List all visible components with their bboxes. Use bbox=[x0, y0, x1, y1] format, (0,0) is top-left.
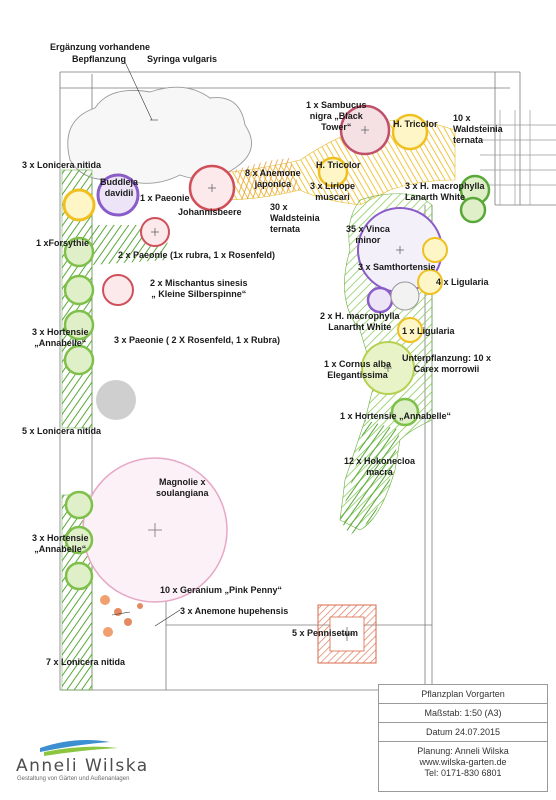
planner-website: www.wilska-garten.de bbox=[419, 757, 507, 767]
label-forsythie: 1 xForsythie bbox=[36, 238, 90, 248]
label-lonicera-7: 7 x Lonicera nitida bbox=[46, 657, 126, 667]
leader-lines bbox=[111, 61, 181, 627]
label-samthortensie: 3 x Samthortensie bbox=[358, 262, 436, 272]
label-ligularia-1: 1 x Ligularia bbox=[402, 326, 455, 336]
brand-tagline: Gestaltung von Gärten und Außenanlagen bbox=[17, 776, 130, 782]
label-paeonie-3: 3 x Paeonie ( 2 X Rosenfeld, 1 x Rubra) bbox=[114, 335, 281, 345]
label-magnolie: Magnolie x soulangiana bbox=[156, 477, 209, 498]
label-hmacrophylla-3: 3 x H. macrophylla Lanarth White bbox=[405, 181, 485, 202]
label-anemone-hupehensis: 3 x Anemone hupehensis bbox=[180, 606, 289, 616]
label-hakonechloa: 12 x Hokonecloa macra bbox=[344, 456, 416, 477]
plan-date: Datum 24.07.2015 bbox=[379, 723, 547, 742]
label-paeonie-1: 1 x Paeonie bbox=[140, 193, 190, 203]
anemone-band bbox=[235, 158, 300, 200]
label-pennisetum: 5 x Pennisetum bbox=[292, 628, 359, 638]
label-paeonie-2: 2 x Paeonie (1x rubra, 1 x Rosenfeld) bbox=[118, 250, 276, 260]
steps bbox=[480, 110, 556, 205]
label-unterpflanzung: Unterpflanzung: 10 x Carex morrowii bbox=[402, 353, 492, 374]
plan-scale: Maßstab: 1:50 (A3) bbox=[379, 704, 547, 723]
plan-title: Pflanzplan Vorgarten bbox=[379, 685, 547, 704]
label-hortensie-annabelle-right: 1 x Hortensie „Annabelle“ bbox=[340, 411, 452, 421]
label-anemone-japonica: 8 x Anemone japonica bbox=[245, 168, 301, 189]
label-johannisbeere: Johannisbeere bbox=[178, 207, 242, 217]
label-ligularia-4: 4 x Ligularia bbox=[436, 277, 489, 287]
brand-name: Anneli Wilska bbox=[16, 756, 149, 776]
label-hortensie-annabelle-1: 3 x Hortensie „Annabelle“ bbox=[32, 327, 89, 348]
label-mischantus: 2 x Mischantus sinesis „ Kleine Silbersp… bbox=[150, 278, 248, 299]
label-existing-planting: Ergänzung vorhandene bbox=[50, 42, 151, 52]
plant-center-marks bbox=[150, 119, 404, 641]
label-hmacrophylla-2: 2 x H. macrophylla Lanartht White bbox=[320, 311, 400, 332]
label-tricolor-1: H. Tricolor bbox=[393, 119, 438, 129]
stepping-stone bbox=[96, 380, 136, 420]
label-hortensie-annabelle-2: 3 x Hortensie „Annabelle“ bbox=[32, 533, 89, 554]
label-tricolor-2: H. Tricolor bbox=[316, 160, 361, 170]
label-lonicera-5: 5 x Lonicera nitida bbox=[22, 426, 102, 436]
title-block: Pflanzplan Vorgarten Maßstab: 1:50 (A3) … bbox=[378, 684, 548, 792]
label-waldsteinia-10: 10 x Waldsteinia ternata bbox=[453, 113, 503, 145]
label-cornus: 1 x Cornus alba Elegantissima bbox=[324, 359, 392, 380]
label-vinca: 35 x Vinca minor bbox=[346, 224, 390, 245]
label-waldsteinia-30: 30 x Waldsteinia ternata bbox=[270, 202, 320, 234]
planner-name: Planung: Anneli Wilska bbox=[417, 746, 509, 756]
label-liriope: 3 x Liriope muscari bbox=[310, 181, 356, 202]
label-existing-planting-2: Bepflanzung bbox=[72, 54, 126, 64]
label-sambucus: 1 x Sambucus nigra „Black Tower“ bbox=[306, 100, 367, 132]
hakone-bed bbox=[340, 420, 400, 535]
logo-swoosh bbox=[40, 740, 118, 756]
plants bbox=[62, 104, 491, 591]
label-syringa: Syringa vulgaris bbox=[147, 54, 218, 64]
label-geranium: 10 x Geranium „Pink Penny“ bbox=[160, 585, 283, 595]
label-buddleja: Buddleja davidii bbox=[100, 177, 139, 198]
syringa-cloud bbox=[67, 86, 253, 184]
geranium-bed bbox=[100, 595, 143, 637]
label-lonicera-3: 3 x Lonicera nitida bbox=[22, 160, 102, 170]
planner-phone: Tel: 0171-830 6801 bbox=[424, 768, 502, 778]
